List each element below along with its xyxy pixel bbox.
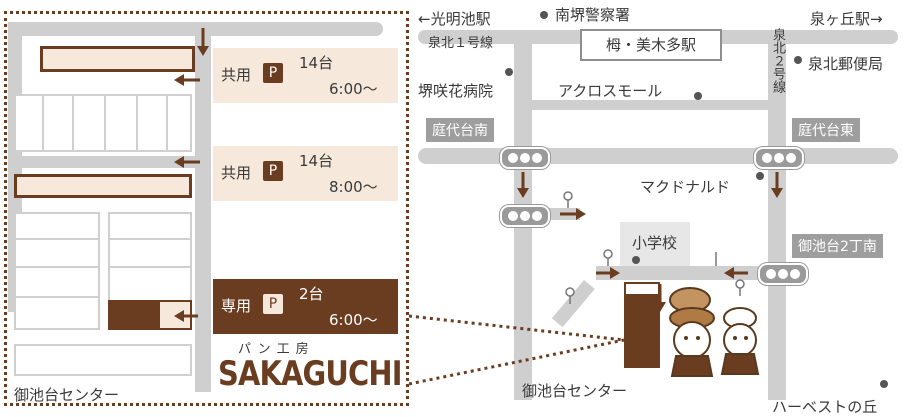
line-2-label: 泉北２号線	[770, 28, 785, 93]
hospital-dot	[505, 68, 513, 76]
intersection-ne-label: 庭代台東	[792, 118, 860, 142]
police-dot	[540, 11, 548, 19]
building-block-a-dividers	[42, 94, 44, 152]
parking-type: 共用	[221, 66, 252, 84]
post-office-dot	[794, 56, 802, 64]
parking-icon: P	[263, 294, 283, 314]
detail-map-frame	[4, 11, 409, 406]
divider	[72, 94, 74, 152]
harvest-label: ハーベストの丘	[772, 398, 878, 416]
mall-dot	[694, 92, 702, 100]
shop-kana: パン工房	[238, 342, 315, 357]
parking-panel-3: 専用 P 2台 6:00〜	[213, 279, 398, 334]
road-mall	[518, 100, 778, 110]
signal-icon	[500, 147, 550, 169]
parking-panel-1: 共用 P 14台 6:00〜	[213, 48, 398, 103]
divider	[14, 296, 100, 298]
detail-road-center	[195, 22, 211, 392]
divider	[166, 94, 168, 152]
shop-building	[624, 296, 660, 368]
road-east	[768, 30, 786, 400]
parking-icon: P	[263, 63, 283, 83]
intersection-nw-label: 庭代台南	[426, 118, 494, 142]
station-right-label: 泉ヶ丘駅→	[810, 10, 883, 28]
intersection-e-label: 御池台2丁南	[792, 234, 883, 258]
parking-lot-1	[40, 46, 195, 72]
school-block	[620, 222, 690, 266]
building-block-d	[14, 344, 192, 376]
school-dot	[632, 256, 640, 264]
parking-type: 専用	[221, 297, 252, 315]
parking-hours: 8:00〜	[329, 178, 378, 196]
parking-hours: 6:00〜	[329, 311, 378, 329]
post-office-label: 泉北郵便局	[808, 55, 884, 73]
parking-panel-2: 共用 P 14台 8:00〜	[213, 146, 398, 201]
station-box: 栂・美木多駅	[580, 29, 722, 61]
divider	[104, 94, 106, 152]
line-1-label: 泉北１号線	[428, 36, 494, 51]
police-label: 南堺警察署	[555, 6, 631, 24]
divider	[136, 94, 138, 152]
parking-lot-2	[14, 174, 192, 198]
parking-hours: 6:00〜	[329, 80, 378, 98]
parking-spaces: 14台	[299, 152, 334, 170]
parking-icon: P	[263, 161, 283, 181]
baker-mascot-icon	[669, 287, 715, 377]
pedestrian-signal-icon	[563, 191, 745, 304]
road-school	[596, 266, 786, 280]
detail-arrows	[174, 28, 209, 322]
signal-icon	[758, 263, 808, 285]
connector-lines	[408, 314, 625, 386]
mcd-dot	[756, 172, 764, 180]
mcd-label: マクドナルド	[640, 178, 731, 196]
harvest-dot	[880, 380, 888, 388]
signal-icon	[754, 147, 804, 169]
building-block-b	[14, 212, 100, 330]
parking-spaces: 2台	[299, 285, 324, 303]
station-left-label: ←光明池駅	[418, 10, 491, 28]
parking-spaces: 14台	[299, 54, 334, 72]
mall-label: アクロスモール	[558, 82, 663, 100]
area-arrows	[517, 172, 783, 312]
divider	[14, 266, 100, 268]
divider	[108, 266, 192, 268]
parking-type: 共用	[221, 164, 252, 182]
signal-icon	[500, 205, 550, 227]
detail-center-label: 御池台センター	[14, 386, 120, 404]
divider	[14, 238, 100, 240]
hospital-label: 堺咲花病院	[418, 82, 494, 100]
school-label: 小学校	[632, 234, 678, 252]
shop-logo: SAKAGUCHI	[218, 354, 402, 394]
detail-road-mid	[8, 156, 208, 168]
chef-mascot-icon	[720, 307, 760, 375]
divider	[108, 238, 192, 240]
center-label: 御池台センター	[522, 382, 628, 400]
